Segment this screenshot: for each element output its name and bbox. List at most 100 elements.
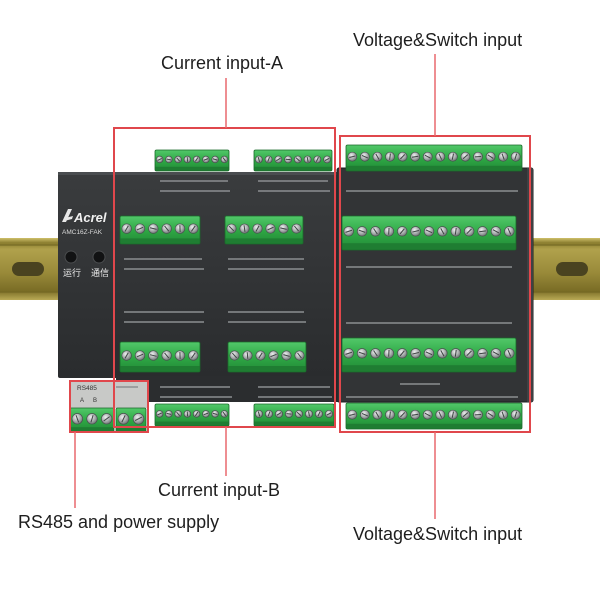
- screw-slot: [400, 412, 406, 418]
- terminal-block: [154, 403, 230, 427]
- fine-print: [160, 386, 230, 388]
- terminal-block: [253, 403, 335, 427]
- screw-slot: [412, 230, 420, 233]
- terminal-housing: [227, 341, 307, 373]
- screw-slot: [164, 352, 170, 359]
- screw-slot: [231, 352, 238, 359]
- screw-slot: [411, 155, 419, 158]
- current-input-b-label: Current input-B: [158, 480, 281, 500]
- screw-slot: [440, 228, 445, 235]
- terminal-lip: [116, 427, 146, 432]
- terminal-block: [341, 337, 517, 373]
- terminal-lip: [228, 366, 306, 372]
- screw-slot: [75, 415, 80, 423]
- brand-area: Acrel AMC16Z-FAK 运行 通信 RS485 A B: [62, 209, 109, 404]
- comm-indicator-label: 通信: [91, 267, 109, 278]
- fine-print: [124, 258, 202, 260]
- terminal-housing: [154, 149, 230, 172]
- housing-top-edge: [58, 172, 340, 175]
- screw-slot: [243, 225, 246, 232]
- screw-slot: [246, 352, 249, 359]
- fine-print: [228, 321, 306, 323]
- terminal-lip: [346, 423, 522, 429]
- screw-slot: [295, 157, 301, 162]
- screw-slot: [124, 352, 129, 359]
- fine-print: [258, 396, 332, 398]
- fine-print: [228, 268, 304, 270]
- run-indicator-label: 运行: [63, 267, 81, 278]
- terminal-lip: [254, 421, 334, 426]
- screw-slot: [487, 412, 494, 417]
- screw-slot: [451, 153, 455, 160]
- rs485-terminal-b-label: B: [93, 398, 97, 404]
- current-input-a-label: Current input-A: [161, 53, 284, 73]
- terminal-block: [253, 149, 333, 172]
- screw-slot: [492, 229, 500, 234]
- screw-slot: [438, 153, 443, 160]
- fine-print-group: [116, 180, 518, 398]
- screw-slot: [136, 353, 144, 358]
- rs485-label-panel: [70, 381, 148, 408]
- screw-slot: [136, 226, 144, 231]
- screw-slot: [212, 412, 218, 416]
- voltage-switch-input-label-bottom: Voltage&Switch input: [353, 524, 523, 544]
- rs485-terminal-a-label: A: [80, 398, 84, 404]
- screw-slot: [222, 411, 227, 417]
- fine-print: [346, 190, 518, 192]
- screw-slot: [294, 225, 299, 232]
- terminal-block: [69, 407, 115, 433]
- screw-slot: [280, 227, 287, 230]
- screw-slot: [164, 225, 170, 232]
- fine-print: [258, 190, 330, 192]
- fine-print: [124, 321, 204, 323]
- screw-slot: [424, 412, 431, 417]
- terminal-housing: [253, 149, 333, 172]
- screw-slot: [166, 412, 172, 415]
- screw-slot: [389, 411, 391, 418]
- terminal-lip: [70, 427, 114, 432]
- screw-slot: [315, 157, 319, 162]
- screw-slot: [345, 229, 353, 233]
- screw-slot: [190, 352, 196, 359]
- screw-slot: [317, 411, 321, 417]
- screw-slot: [267, 156, 270, 162]
- rs485-power-supply-label: RS485 and power supply: [18, 512, 220, 532]
- terminal-lip: [225, 238, 303, 244]
- fine-print: [346, 266, 512, 268]
- screw-slot: [462, 154, 469, 160]
- screw-slot: [375, 411, 380, 418]
- fine-print: [258, 386, 330, 388]
- screw-slot: [149, 354, 157, 357]
- fine-print: [228, 311, 304, 313]
- din-rail-slot: [12, 262, 44, 276]
- screw-slot: [514, 411, 518, 418]
- screw-slot: [507, 350, 512, 357]
- screw-slot: [296, 411, 302, 416]
- screw-slot: [345, 351, 353, 355]
- screw-slot: [479, 352, 486, 355]
- screw-slot: [361, 155, 368, 159]
- terminal-lip: [254, 166, 332, 171]
- housing-lower-step: [116, 376, 340, 402]
- terminal-block: [119, 215, 201, 245]
- screw-slot: [324, 157, 330, 162]
- screw-slot: [212, 158, 218, 161]
- screw-slot: [149, 227, 157, 230]
- screw-slot: [399, 228, 405, 235]
- screw-slot: [438, 411, 443, 418]
- screw-slot: [90, 415, 94, 423]
- terminal-lip: [342, 243, 516, 250]
- screw-slot: [501, 411, 505, 418]
- terminal-lip: [155, 421, 229, 426]
- callout-box-rs485: [69, 380, 149, 433]
- screw-slot: [400, 154, 406, 160]
- rs485-port-label: RS485: [77, 385, 97, 392]
- screw-slot: [157, 412, 162, 416]
- screw-slot: [424, 154, 431, 159]
- fine-print: [400, 383, 440, 385]
- screw-slot: [358, 351, 366, 355]
- terminal-housing: [119, 215, 201, 245]
- screw-slot: [270, 353, 277, 358]
- screw-slot: [276, 157, 281, 162]
